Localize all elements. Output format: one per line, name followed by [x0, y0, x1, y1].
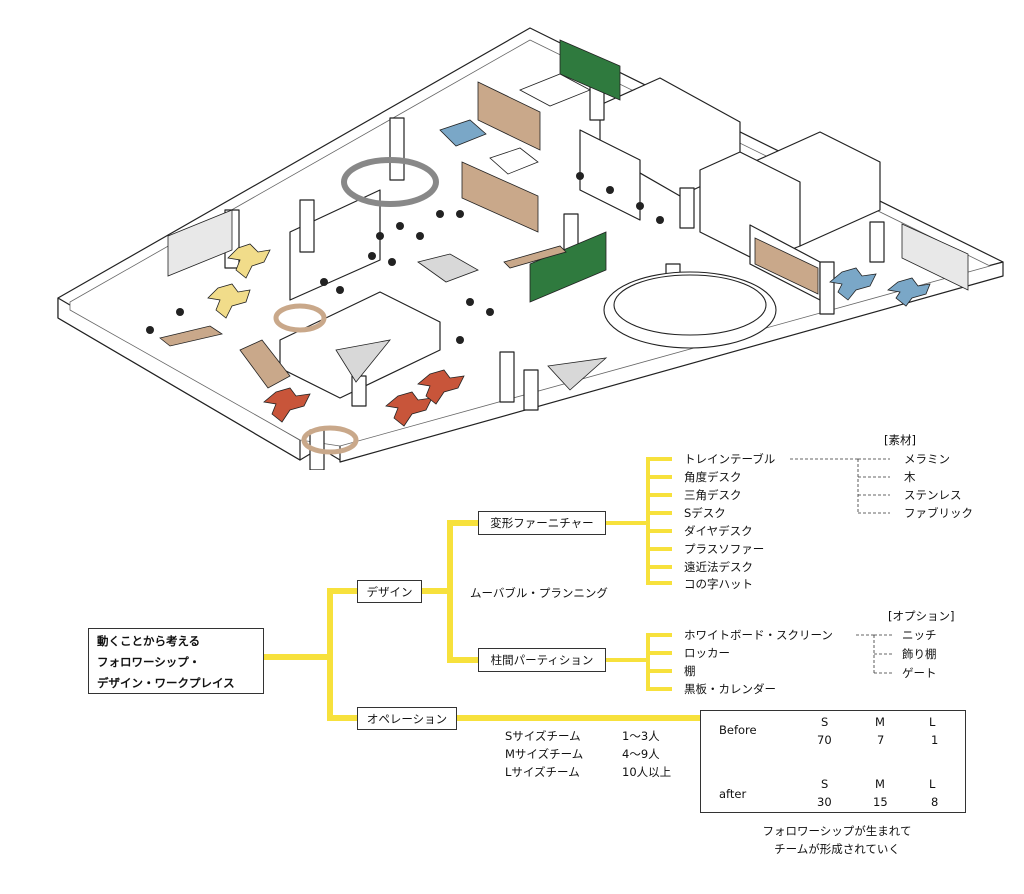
option-item: 飾り棚 [902, 647, 937, 661]
option-item: ニッチ [902, 628, 937, 642]
furniture-item: Sデスク [684, 506, 726, 520]
after-header-m: M [875, 777, 885, 791]
caption-line-2: チームが形成されていく [774, 842, 900, 856]
furniture-node: 変形ファーニチャー [478, 511, 606, 535]
team-result-table: Before S M L 70 7 1 after S M L 30 15 8 [700, 710, 966, 813]
before-l-value: 1 [931, 733, 939, 747]
partition-node: 柱間パーティション [478, 648, 606, 672]
partition-item: 棚 [684, 664, 696, 678]
header-l: L [929, 715, 936, 729]
furniture-item: 角度デスク [684, 470, 742, 484]
partition-item: 黒板・カレンダー [684, 682, 776, 696]
after-s-value: 30 [817, 795, 832, 809]
before-s-value: 70 [817, 733, 832, 747]
isometric-office-floorplan [57, 27, 1004, 470]
furniture-item: 三角デスク [684, 488, 742, 502]
material-item: ステンレス [904, 488, 962, 502]
furniture-item: 遠近法デスク [684, 560, 753, 574]
material-item: メラミン [904, 452, 950, 466]
root-line-3: デザイン・ワークプレイス [97, 676, 235, 690]
team-name: Lサイズチーム [505, 765, 580, 779]
operation-node: オペレーション [357, 707, 457, 730]
furniture-item: コの字ハット [684, 577, 753, 591]
team-name: Mサイズチーム [505, 747, 584, 761]
before-label: Before [719, 723, 757, 737]
after-header-l: L [929, 777, 936, 791]
team-name: Sサイズチーム [505, 729, 581, 743]
material-item: ファブリック [904, 506, 973, 520]
materials-title: [素材] [884, 433, 916, 447]
design-node: デザイン [357, 580, 422, 603]
furniture-item: トレインテーブル [684, 452, 776, 466]
team-size: 10人以上 [622, 765, 672, 779]
after-m-value: 15 [873, 795, 888, 809]
material-item: 木 [904, 470, 916, 484]
root-line-1: 動くことから考える [97, 634, 201, 648]
movable-planning-label: ムーバブル・プランニング [470, 586, 608, 600]
partition-item: ロッカー [684, 646, 730, 660]
team-size: 1〜3人 [622, 729, 660, 743]
after-label: after [719, 787, 747, 801]
team-size: 4〜9人 [622, 747, 660, 761]
furniture-item: プラスソファー [684, 542, 765, 556]
before-m-value: 7 [877, 733, 885, 747]
furniture-item: ダイヤデスク [684, 524, 753, 538]
options-title: [オプション] [888, 609, 955, 623]
header-m: M [875, 715, 885, 729]
header-s: S [821, 715, 829, 729]
caption-line-1: フォロワーシップが生まれて [762, 824, 912, 838]
root-concept-box: 動くことから考える フォロワーシップ・ デザイン・ワークプレイス [88, 628, 264, 694]
root-line-2: フォロワーシップ・ [97, 655, 201, 669]
after-l-value: 8 [931, 795, 939, 809]
partition-item: ホワイトボード・スクリーン [684, 628, 833, 642]
after-header-s: S [821, 777, 829, 791]
option-item: ゲート [902, 666, 937, 680]
